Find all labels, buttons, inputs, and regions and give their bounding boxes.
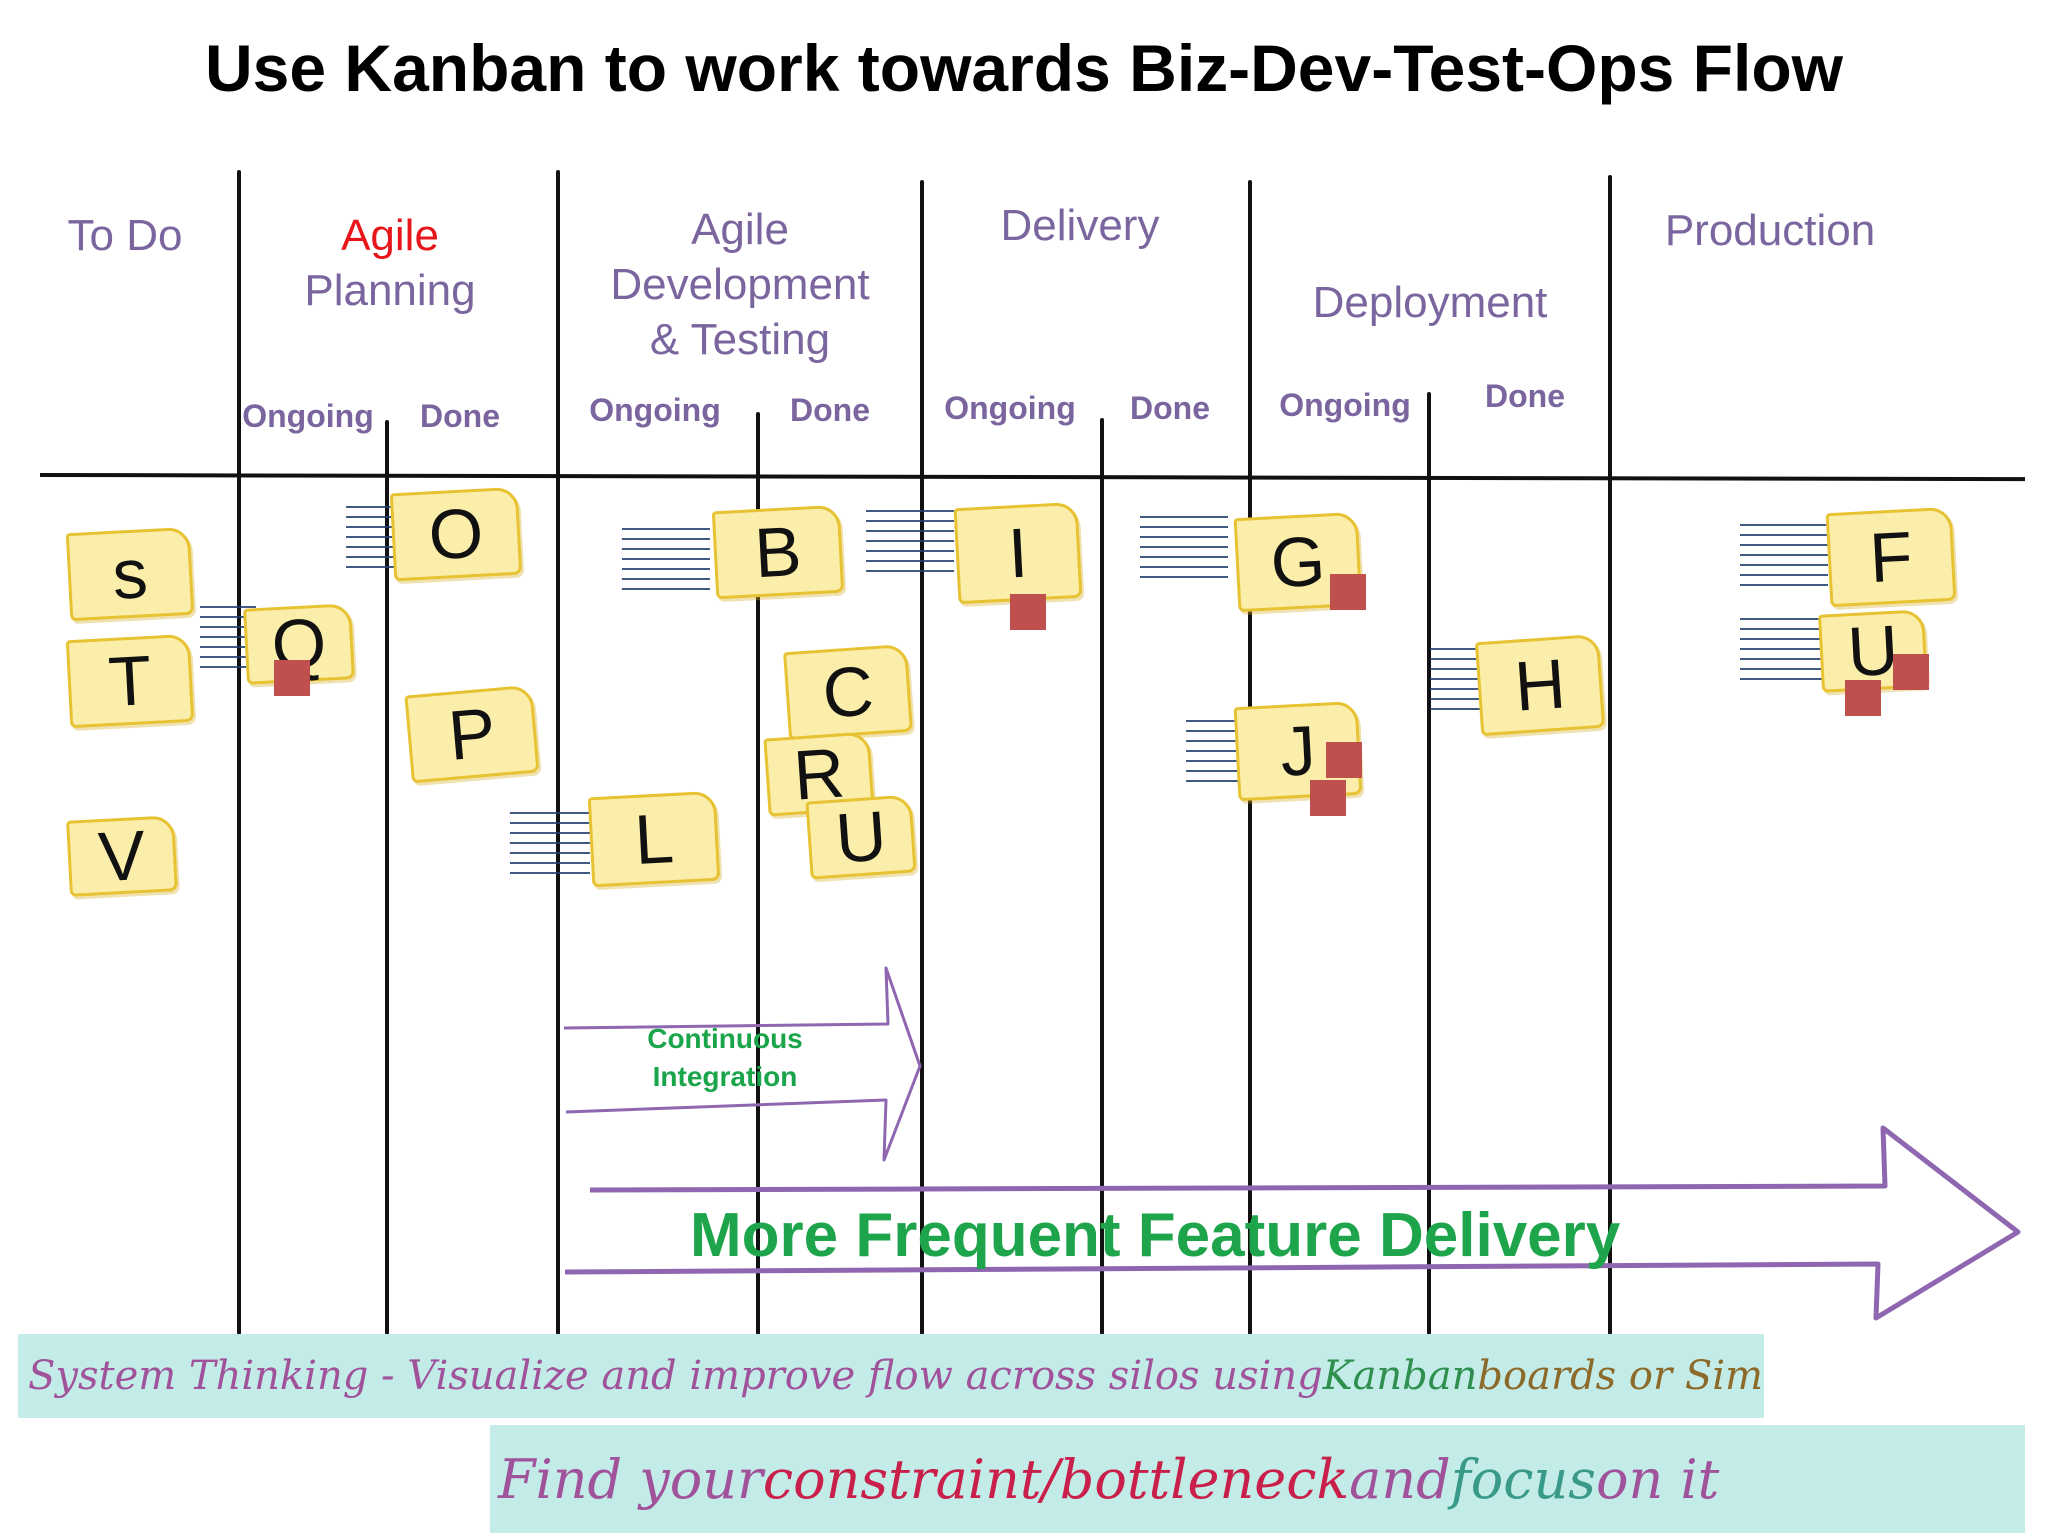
feature-delivery-arrow xyxy=(564,1125,2021,1321)
dev-header-line3: & Testing xyxy=(649,315,831,364)
column-divider xyxy=(556,170,560,1335)
subcolumn-divider xyxy=(756,412,760,1335)
subcolumn-planning-ongoing: Ongoing xyxy=(242,398,374,434)
column-divider xyxy=(237,170,241,1335)
subcolumn-dev-done: Done xyxy=(790,392,870,428)
planning-header-line2: Planning xyxy=(304,266,476,315)
page-title: Use Kanban to work towards Biz-Dev-Test-… xyxy=(205,31,1843,105)
motion-lines xyxy=(1740,524,1828,592)
banner2-and-word: and xyxy=(1349,1447,1451,1511)
subcolumn-divider xyxy=(1100,418,1104,1335)
column-deployment-header: Deployment xyxy=(1312,278,1548,327)
blocker-marker xyxy=(1893,654,1929,690)
subcolumn-divider xyxy=(1427,392,1431,1335)
feature-delivery-label: More Frequent Feature Delivery xyxy=(690,1201,1621,1270)
banner1-text-start: System Thinking - Visualize and improve … xyxy=(28,1353,1323,1399)
banner2-text-end: on it xyxy=(1595,1447,1720,1511)
motion-lines xyxy=(866,510,954,578)
blocker-marker xyxy=(1330,574,1366,610)
banner2-constraint-words: constraint/bottleneck xyxy=(762,1447,1350,1511)
column-planning-header: Agile Planning xyxy=(240,208,540,318)
blocker-marker xyxy=(1845,680,1881,716)
subcolumn-divider xyxy=(385,420,389,1335)
subcolumn-dev-ongoing: Ongoing xyxy=(589,392,721,428)
column-divider xyxy=(1608,175,1612,1335)
banner2-focus-word: focus xyxy=(1450,1447,1596,1511)
subcolumn-deployment-done: Done xyxy=(1485,378,1565,414)
column-development-header: Agile Development & Testing xyxy=(560,202,920,367)
dev-header-line1: Agile xyxy=(691,205,789,254)
blocker-marker xyxy=(1310,780,1346,816)
motion-lines xyxy=(622,528,710,596)
blocker-marker xyxy=(1326,742,1362,778)
system-thinking-banner: System Thinking - Visualize and improve … xyxy=(18,1334,1764,1418)
banner2-text-start: Find your xyxy=(498,1447,763,1511)
column-delivery-header: Delivery xyxy=(1000,201,1160,250)
dev-header-line2: Development xyxy=(610,260,870,309)
banner1-kanban-word: Kanban xyxy=(1322,1353,1478,1399)
motion-lines xyxy=(1186,720,1242,788)
blocker-marker xyxy=(1010,594,1046,630)
blocker-marker xyxy=(274,660,310,696)
subcolumn-deployment-ongoing: Ongoing xyxy=(1279,387,1411,423)
continuous-integration-label: Continuous Integration xyxy=(647,1023,803,1092)
motion-lines xyxy=(1740,618,1828,686)
column-divider xyxy=(920,180,924,1335)
subcolumn-planning-done: Done xyxy=(420,398,500,434)
motion-lines xyxy=(1140,516,1228,584)
bottleneck-banner: Find your constraint/bottleneck and focu… xyxy=(490,1425,2025,1533)
column-production-header: Production xyxy=(1664,206,1876,255)
subcolumn-delivery-done: Done xyxy=(1130,390,1210,426)
planning-header-line1: Agile xyxy=(341,211,439,260)
subcolumn-delivery-ongoing: Ongoing xyxy=(944,390,1076,426)
banner1-text-end: boards or Similar xyxy=(1477,1353,1764,1399)
column-todo-header: To Do xyxy=(67,211,183,260)
continuous-integration-arrow xyxy=(563,966,922,1162)
motion-lines xyxy=(510,812,590,880)
